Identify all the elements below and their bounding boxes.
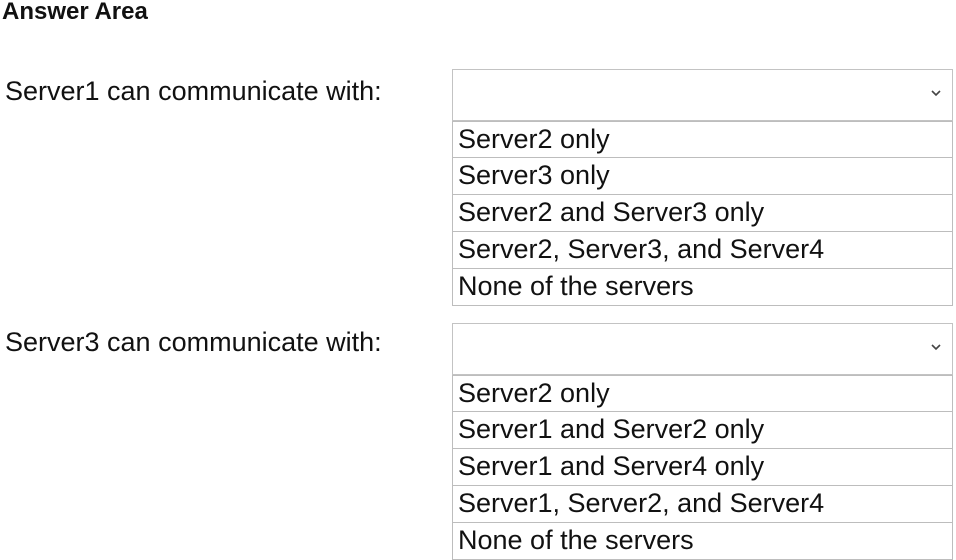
question-2-select[interactable] — [452, 323, 953, 375]
question-2-option[interactable]: None of the servers — [452, 523, 953, 560]
question-2-option[interactable]: Server2 only — [452, 375, 953, 412]
question-1-select[interactable] — [452, 69, 953, 121]
question-2-option[interactable]: Server1 and Server4 only — [452, 449, 953, 486]
chevron-down-icon[interactable] — [928, 85, 944, 101]
question-1-dropdown[interactable]: Server2 only Server3 only Server2 and Se… — [452, 69, 953, 306]
chevron-down-icon[interactable] — [928, 339, 944, 355]
question-1-label: Server1 can communicate with: — [5, 76, 382, 106]
question-1-option[interactable]: None of the servers — [452, 269, 953, 306]
question-2-option[interactable]: Server1, Server2, and Server4 — [452, 486, 953, 523]
question-1-option[interactable]: Server2, Server3, and Server4 — [452, 232, 953, 269]
question-2-label: Server3 can communicate with: — [5, 327, 382, 357]
question-1-option[interactable]: Server2 and Server3 only — [452, 195, 953, 232]
question-1-option[interactable]: Server3 only — [452, 158, 953, 195]
question-2-dropdown[interactable]: Server2 only Server1 and Server2 only Se… — [452, 323, 953, 560]
answer-area-title: Answer Area — [2, 0, 148, 25]
question-2-option[interactable]: Server1 and Server2 only — [452, 412, 953, 449]
question-1-option[interactable]: Server2 only — [452, 121, 953, 158]
